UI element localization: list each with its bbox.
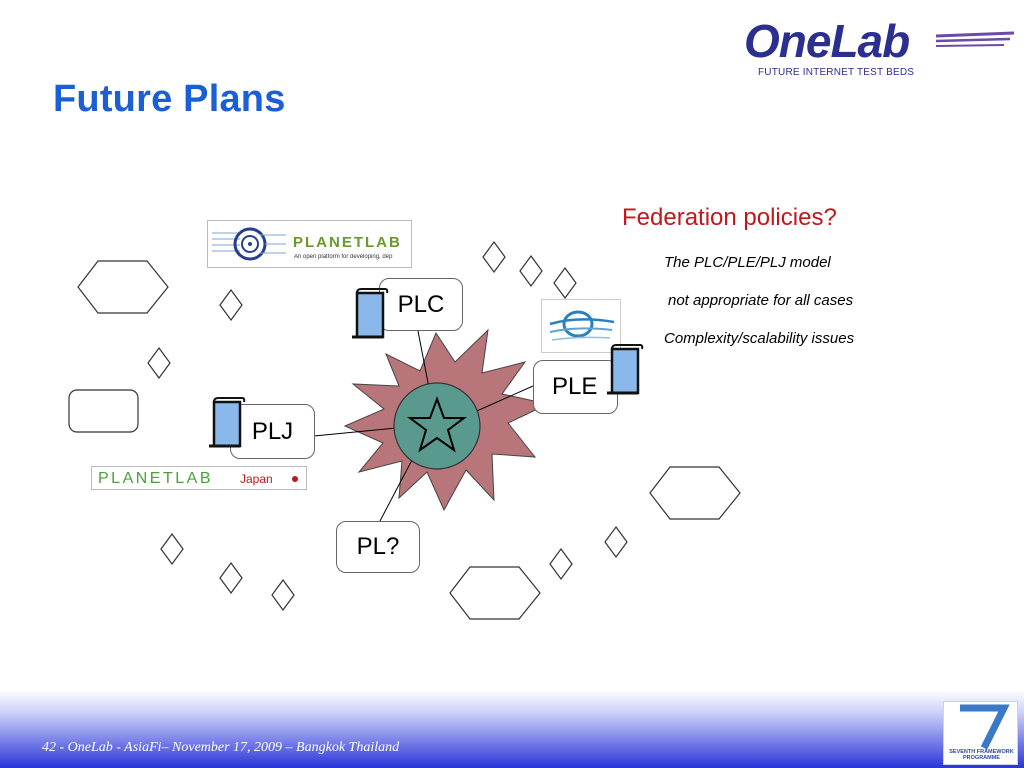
fp7-badge: SEVENTH FRAMEWORK PROGRAMME	[943, 701, 1018, 765]
planetlab-globe-icon	[212, 227, 286, 261]
federation-line: not appropriate for all cases	[668, 292, 854, 309]
fp7-seven-icon	[960, 704, 1010, 750]
diamond-shape	[271, 578, 295, 612]
star-icon	[407, 396, 467, 453]
diamond-shape	[604, 525, 628, 559]
connector-line	[313, 427, 397, 437]
onelab-logo: OneLab FUTURE INTERNET TEST BEDS	[744, 14, 1016, 84]
diamond-shape	[482, 240, 506, 274]
federation-diagram	[68, 240, 741, 620]
diamond-shape	[549, 547, 573, 581]
onelab-logo-text: OneLab	[744, 15, 910, 67]
footer-text: 42 - OneLab - AsiaFi– November 17, 2009 …	[42, 740, 400, 755]
federation-title: Federation policies?	[622, 204, 837, 231]
fp7-badge-text: SEVENTH FRAMEWORK PROGRAMME	[949, 749, 1014, 761]
connector-line	[379, 459, 413, 522]
ple-wave-icon	[549, 310, 615, 341]
onelab-logo-subtitle: FUTURE INTERNET TEST BEDS	[758, 67, 915, 78]
connector-line	[417, 330, 431, 394]
planetlab-japan-logo-subtitle: Japan	[240, 472, 273, 486]
plj-node: PLJ	[230, 404, 315, 459]
footer-bar	[0, 690, 1024, 768]
diamond-shape	[160, 532, 184, 566]
onelab-logo-stripes	[935, 31, 1015, 47]
scroll-icon	[607, 344, 644, 395]
diamond-shape	[219, 561, 243, 595]
connector-line	[469, 385, 534, 415]
ple-node: PLE	[533, 360, 618, 414]
planetlab-logo-tagline: An open platform for developing, dep	[294, 254, 393, 260]
scroll-icon	[352, 288, 389, 339]
planetlab-japan-logo: PLANETLAB Japan	[91, 466, 307, 490]
diamond-shape	[553, 266, 577, 300]
federation-line: The PLC/PLE/PLJ model	[664, 254, 831, 271]
diamond-shape	[147, 346, 171, 380]
hexagon-shape	[649, 466, 741, 520]
federation-line: Complexity/scalability issues	[664, 330, 855, 347]
center-circle	[393, 382, 481, 470]
hexagon-shape	[449, 566, 541, 620]
planetlab-japan-logo-text: PLANETLAB	[98, 470, 213, 487]
page-title: Future Plans	[53, 78, 286, 120]
diamond-shape	[219, 288, 243, 322]
pl-unknown-node: PL?	[336, 521, 420, 573]
planetlab-logo: PLANETLAB An open platform for developin…	[207, 220, 412, 268]
rounded-rect-shape	[68, 389, 139, 433]
hexagon-shape	[77, 260, 169, 314]
planetlab-logo-text: PLANETLAB	[293, 234, 402, 251]
plc-node: PLC	[379, 278, 463, 331]
ple-logo	[541, 299, 621, 353]
diamond-shape	[519, 254, 543, 288]
japan-flag-icon	[292, 476, 298, 482]
scroll-icon	[209, 397, 246, 448]
